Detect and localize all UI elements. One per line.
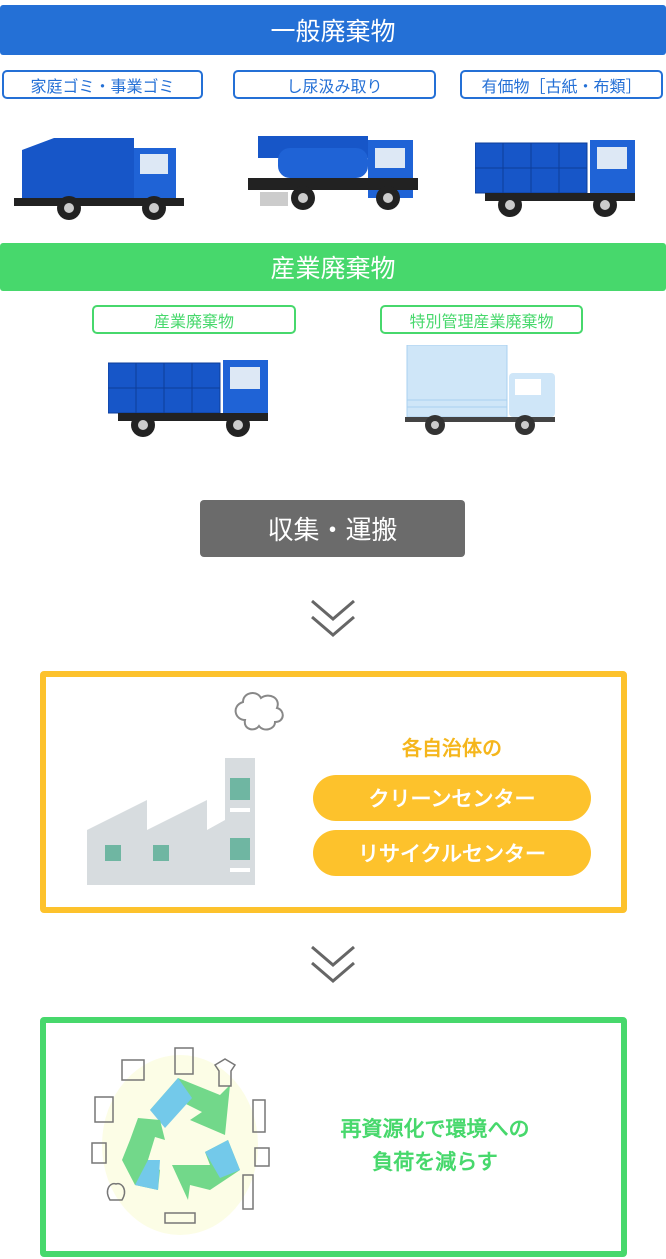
category-special-industrial: 特別管理産業廃棄物 [380, 305, 583, 334]
category-industrial: 産業廃棄物 [92, 305, 296, 334]
recycling-illustration [91, 1047, 270, 1235]
facility-heading: 各自治体の [402, 736, 502, 760]
industrial-waste-title: 産業廃棄物 [270, 254, 396, 283]
dump-truck-icon [475, 140, 635, 217]
clean-center-label: クリーンセンター [313, 775, 591, 821]
category-household-business: 家庭ゴミ・事業ゴミ [2, 70, 203, 99]
outcome-box [40, 1017, 627, 1257]
category-night-soil: し尿汲み取り [233, 70, 436, 99]
industrial-waste-header: 産業廃棄物 [0, 243, 666, 291]
industrial-dump-truck-icon [108, 360, 268, 437]
recycle-center-label: リサイクルセンター [313, 830, 591, 876]
outcome-line-2: 負荷を減らす [372, 1150, 498, 1174]
collection-transport-label: 収集・運搬 [200, 500, 465, 557]
factory-icon [87, 692, 284, 885]
special-van-truck-icon [405, 345, 555, 435]
chevron-down-icon [311, 599, 355, 637]
facility-box [40, 671, 627, 913]
general-waste-header: 一般廃棄物 [0, 5, 666, 55]
vacuum-truck-icon [248, 136, 418, 210]
chevron-down-icon [311, 945, 355, 983]
garbage-truck-icon [14, 138, 184, 220]
general-waste-title: 一般廃棄物 [270, 17, 396, 46]
category-valuables: 有価物［古紙・布類］ [460, 70, 663, 99]
outcome-line-1: 再資源化で環境への [340, 1117, 530, 1141]
outcome-message: 再資源化で環境への 負荷を減らす [300, 1113, 570, 1179]
